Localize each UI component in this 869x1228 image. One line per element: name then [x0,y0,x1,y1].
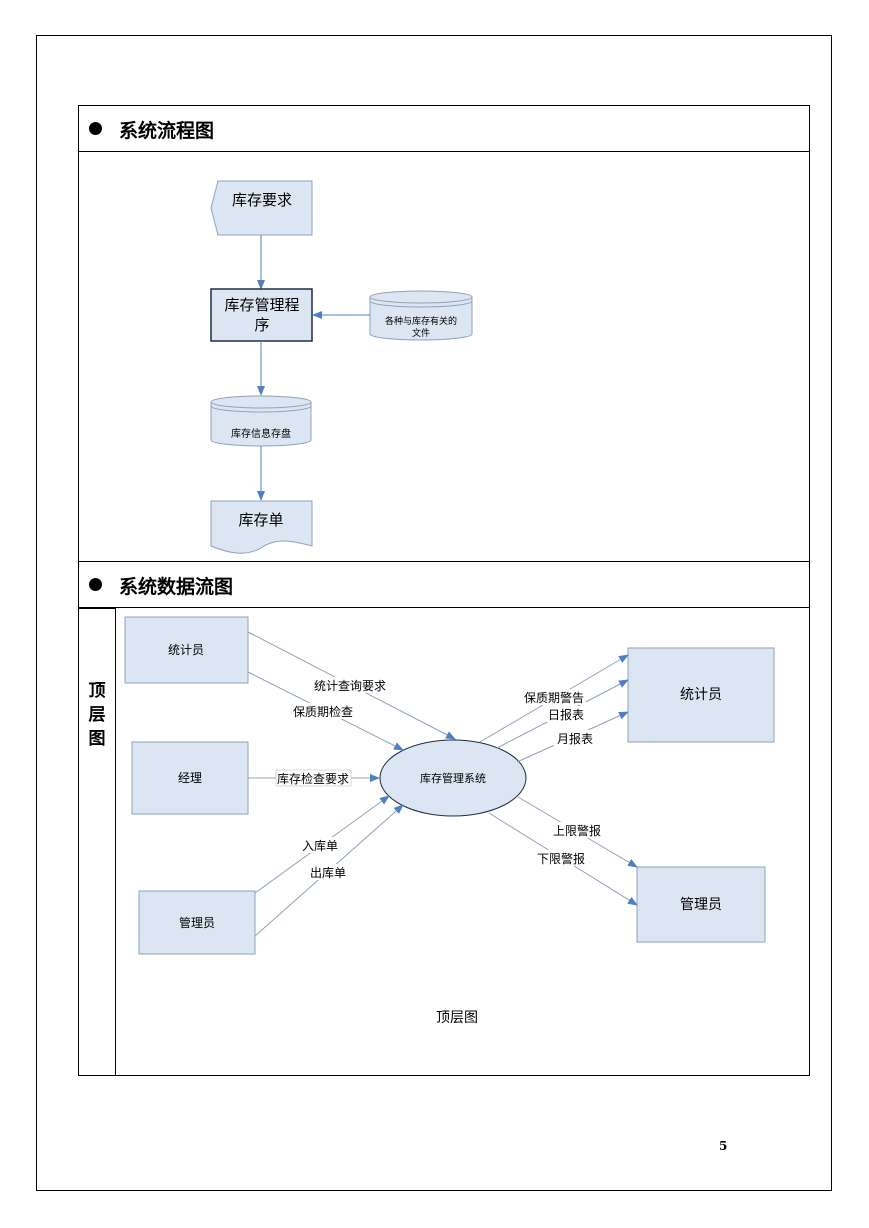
page-number: 5 [719,1139,728,1153]
dfd-section-title: 系统数据流图 [119,576,234,598]
storage-label: 库存信息存盘 [231,427,291,440]
entity-statistician-left [124,616,249,684]
flow-monthly-label: 月报表 [557,731,593,746]
entity-admin-left-label: 管理员 [179,915,215,930]
dfd-process-label: 库存管理系统 [420,771,486,785]
storage-drum [210,395,312,447]
flow-shelf-alert-label: 保质期警告 [524,690,584,705]
entity-admin-right-label: 管理员 [680,897,722,913]
output-document-label: 库存单 [238,511,283,529]
entity-admin-right [636,866,766,943]
input-document-shape [210,180,313,236]
entity-statistician-left-label: 统计员 [168,643,204,657]
entity-statistician-right-label: 统计员 [680,687,722,703]
output-document-shape [210,500,313,554]
flowchart-section-title: 系统流程图 [119,120,215,142]
entity-statistician-right [627,647,775,743]
side-label-cell: 顶层图 [78,608,116,1076]
related-files-label-line2: 文件 [412,327,430,339]
entity-manager-label: 经理 [178,771,202,785]
related-files-label-line1: 各种与库存有关的 [385,315,457,327]
related-files-drum [369,290,473,341]
input-document-label: 库存要求 [232,191,292,209]
page-border [36,35,832,1191]
flow-upper-label: 上限警报 [553,823,601,838]
flow-daily-label: 日报表 [548,707,584,722]
dfd-caption: 顶层图 [436,1010,478,1026]
entity-manager [131,741,249,815]
flow-query-label: 统计查询要求 [314,679,386,693]
dfd-process-ellipse [379,739,527,817]
flow-out-label: 出库单 [310,865,346,880]
flow-shelf-check-label: 保质期检查 [293,704,353,719]
flow-lower-label: 下限警报 [537,851,585,866]
entity-admin-left [138,890,256,955]
flow-in-label: 入库单 [302,838,338,853]
bullet-icon [89,578,102,591]
side-label: 顶层图 [88,681,106,749]
process-label-line1: 库存管理程 [224,296,299,314]
dfd-section-header: 系统数据流图 [78,561,810,608]
bullet-icon [89,122,102,135]
flow-stock-check-label: 库存检查要求 [277,771,349,786]
process-label-line2: 序 [254,316,269,334]
